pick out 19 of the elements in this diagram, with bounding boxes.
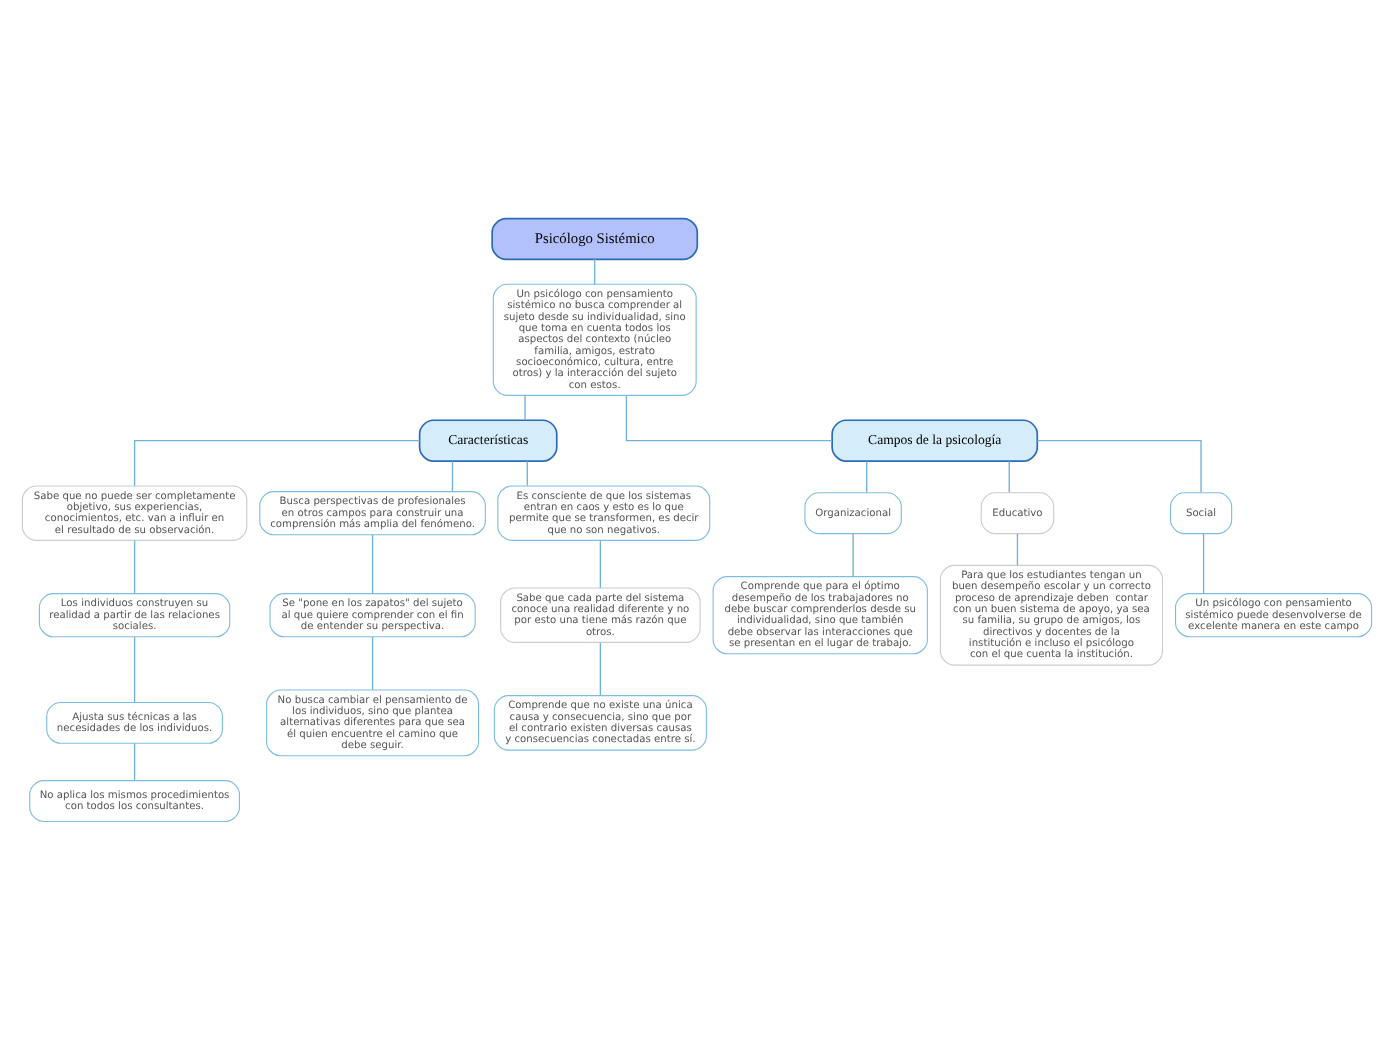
connector	[133, 742, 136, 782]
connector	[1036, 440, 1202, 494]
connector	[524, 394, 526, 421]
connector	[526, 460, 528, 487]
connector	[599, 642, 602, 697]
connector	[594, 258, 596, 285]
connector	[1008, 460, 1010, 493]
connector	[133, 539, 136, 595]
connector	[599, 539, 602, 589]
connector	[451, 460, 454, 492]
connector	[1016, 533, 1019, 566]
connector	[625, 394, 833, 442]
connector	[371, 534, 374, 595]
connector	[371, 636, 374, 691]
connector	[866, 460, 868, 493]
connector	[1202, 533, 1205, 595]
connector	[852, 533, 854, 578]
connector	[133, 440, 421, 487]
connector	[133, 636, 136, 703]
